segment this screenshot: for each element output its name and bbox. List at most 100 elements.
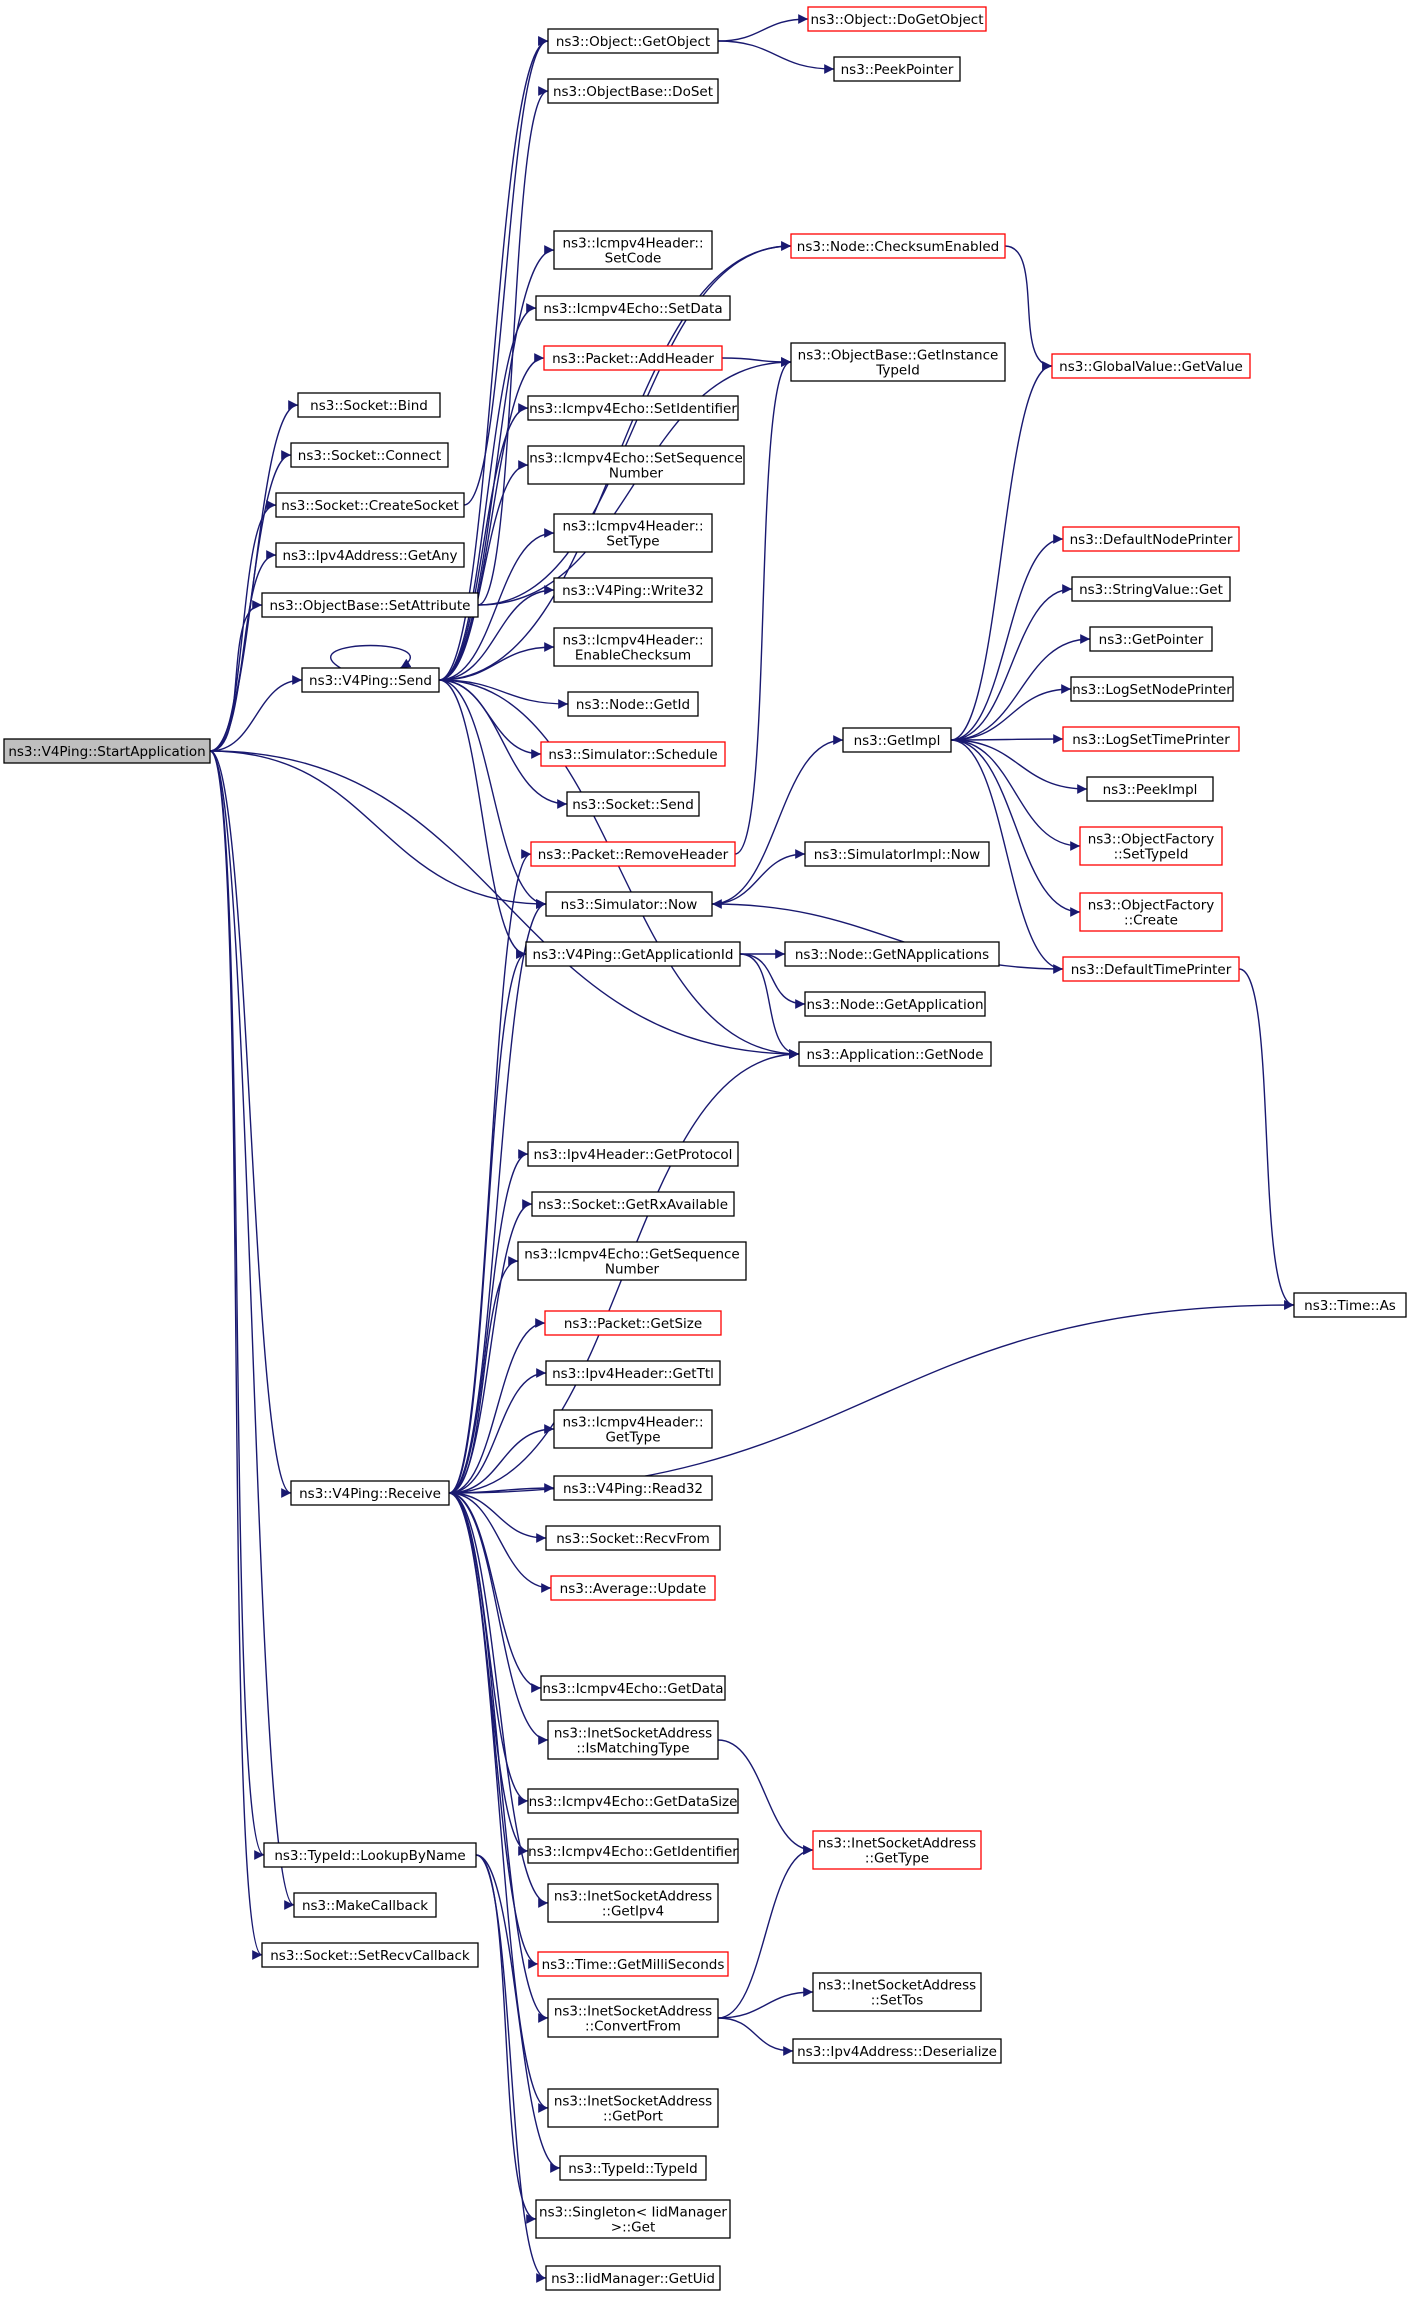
node-getapplication[interactable]: ns3::Node::GetApplication [804,991,986,1017]
edge-send-to-setsequence [438,460,529,681]
node-label: ns3::Node::GetNApplications [795,947,989,963]
node-ofsettypeid[interactable]: ns3::ObjectFactory::SetTypeId [1079,826,1223,866]
edge-receive-to-simnow [448,899,547,1494]
node-typeidtypeid[interactable]: ns3::TypeId::TypeId [559,2155,707,2181]
node-recvfrom[interactable]: ns3::Socket::RecvFrom [545,1525,721,1551]
node-label: ns3::V4Ping::GetApplicationId [533,947,734,963]
node-box [790,342,1006,382]
node-logsetnodeprinter[interactable]: ns3::LogSetNodePrinter [1070,676,1234,702]
node-addheader[interactable]: ns3::Packet::AddHeader [543,345,723,371]
node-getipv4[interactable]: ns3::InetSocketAddress::GetIpv4 [547,1883,719,1923]
node-makecallback[interactable]: ns3::MakeCallback [293,1892,437,1918]
node-removeheader[interactable]: ns3::Packet::RemoveHeader [530,841,736,867]
node-getappid[interactable]: ns3::V4Ping::GetApplicationId [525,941,741,967]
node-box [527,1838,739,1864]
node-packetgetsize[interactable]: ns3::Packet::GetSize [544,1310,722,1336]
node-simimplnow[interactable]: ns3::SimulatorImpl::Now [804,841,990,867]
node-gettype[interactable]: ns3::Icmpv4Header::GetType [553,1409,713,1449]
node-deserialize[interactable]: ns3::Ipv4Address::Deserialize [792,2038,1002,2064]
node-box [275,542,465,568]
node-box [527,395,739,421]
node-schedule[interactable]: ns3::Simulator::Schedule [540,741,726,767]
node-send[interactable]: ns3::V4Ping::Send [301,667,440,693]
node-label: ns3::Socket::CreateSocket [281,498,459,514]
node-label: ns3::Packet::GetSize [564,1316,702,1332]
node-label: ::SetTos [871,1993,924,2009]
node-peekimpl[interactable]: ns3::PeekImpl [1086,776,1214,802]
node-write32[interactable]: ns3::V4Ping::Write32 [553,577,713,603]
node-socketsend[interactable]: ns3::Socket::Send [566,791,700,817]
node-getmilliseconds[interactable]: ns3::Time::GetMilliSeconds [537,1951,729,1977]
node-start[interactable]: ns3::V4Ping::StartApplication [3,738,211,764]
node-getrxavailable[interactable]: ns3::Socket::GetRxAvailable [531,1191,735,1217]
node-label: ns3::Icmpv4Echo::GetIdentifier [528,1844,738,1860]
node-getnapps[interactable]: ns3::Node::GetNApplications [784,941,1000,967]
node-setidentifier[interactable]: ns3::Icmpv4Echo::SetIdentifier [527,395,739,421]
node-getprotocol[interactable]: ns3::Ipv4Header::GetProtocol [527,1141,739,1167]
node-label: ns3::V4Ping::Read32 [563,1481,703,1497]
node-box [543,345,723,371]
node-box [301,667,440,693]
node-defaulttimeprinter[interactable]: ns3::DefaultTimePrinter [1062,956,1240,982]
node-globalvalue[interactable]: ns3::GlobalValue::GetValue [1051,353,1251,379]
node-averageupdate[interactable]: ns3::Average::Update [550,1575,716,1601]
node-getobject[interactable]: ns3::Object::GetObject [547,28,719,54]
node-appgetnode[interactable]: ns3::Application::GetNode [798,1041,992,1067]
node-dogetobject[interactable]: ns3::Object::DoGetObject [807,6,987,32]
node-box [553,627,713,667]
edge-send-to-simnow [438,679,547,909]
node-settos[interactable]: ns3::InetSocketAddress::SetTos [812,1972,982,2012]
node-box [547,1998,719,2038]
node-isagettype[interactable]: ns3::InetSocketAddress::GetType [812,1830,982,1870]
node-doset[interactable]: ns3::ObjectBase::DoSet [547,78,719,104]
node-label: ns3::Socket::GetRxAvailable [538,1197,728,1213]
edge-receive-to-getappid [448,949,527,1494]
node-getpointer[interactable]: ns3::GetPointer [1089,626,1213,652]
node-getport[interactable]: ns3::InetSocketAddress::GetPort [547,2088,719,2128]
node-label: ns3::Ipv4Header::GetTtl [552,1366,714,1382]
node-singletonget[interactable]: ns3::Singleton< IidManager >::Get [535,2199,731,2239]
node-lookupbyname[interactable]: ns3::TypeId::LookupByName [263,1842,477,1868]
node-timeas[interactable]: ns3::Time::As [1293,1292,1407,1318]
node-createsocket[interactable]: ns3::Socket::CreateSocket [275,492,465,518]
node-settype[interactable]: ns3::Icmpv4Header::SetType [553,513,713,553]
node-getimpl[interactable]: ns3::GetImpl [842,727,952,753]
node-getidentifier[interactable]: ns3::Icmpv4Echo::GetIdentifier [527,1838,739,1864]
node-enablechecksum[interactable]: ns3::Icmpv4Header::EnableChecksum [553,627,713,667]
node-defaultnodeprinter[interactable]: ns3::DefaultNodePrinter [1062,526,1240,552]
node-convertfrom[interactable]: ns3::InetSocketAddress::ConvertFrom [547,1998,719,2038]
node-getdatasize[interactable]: ns3::Icmpv4Echo::GetDataSize [527,1788,739,1814]
node-checksumenabled[interactable]: ns3::Node::ChecksumEnabled [790,233,1006,259]
node-label: ns3::MakeCallback [302,1898,428,1914]
edge-start-to-appgetnode [209,750,800,1059]
node-label: ns3::Object::DoGetObject [810,12,983,28]
node-read32[interactable]: ns3::V4Ping::Read32 [553,1475,713,1501]
node-getuid[interactable]: ns3::IidManager::GetUid [545,2265,721,2291]
node-connect[interactable]: ns3::Socket::Connect [290,442,449,468]
node-label: ::SetTypeId [1114,847,1189,863]
node-box [537,1951,729,1977]
node-setcode[interactable]: ns3::Icmpv4Header::SetCode [553,230,713,270]
node-receive[interactable]: ns3::V4Ping::Receive [290,1480,450,1506]
node-peekpointer[interactable]: ns3::PeekPointer [833,56,961,82]
node-bind[interactable]: ns3::Socket::Bind [297,392,441,418]
node-stringvalueget[interactable]: ns3::StringValue::Get [1071,576,1231,602]
node-getany[interactable]: ns3::Ipv4Address::GetAny [275,542,465,568]
node-ofcreate[interactable]: ns3::ObjectFactory::Create [1079,892,1223,932]
node-nodegetid[interactable]: ns3::Node::GetId [567,691,699,717]
node-ismatchingtype[interactable]: ns3::InetSocketAddress::IsMatchingType [547,1720,719,1760]
node-setrecvcallback[interactable]: ns3::Socket::SetRecvCallback [261,1942,479,1968]
node-getttl[interactable]: ns3::Ipv4Header::GetTtl [545,1360,721,1386]
node-logsettimeprinter[interactable]: ns3::LogSetTimePrinter [1062,726,1240,752]
node-setdata[interactable]: ns3::Icmpv4Echo::SetData [535,295,731,321]
node-label: ns3::Socket::RecvFrom [556,1531,710,1547]
node-box [553,1409,713,1449]
edge-ismatchingtype-to-isagettype [717,1739,814,1855]
node-setattribute[interactable]: ns3::ObjectBase::SetAttribute [261,592,479,618]
node-echogetdata[interactable]: ns3::Icmpv4Echo::GetData [540,1675,726,1701]
node-simnow[interactable]: ns3::Simulator::Now [545,891,713,917]
edge-receive-to-averageupdate [448,1492,552,1593]
